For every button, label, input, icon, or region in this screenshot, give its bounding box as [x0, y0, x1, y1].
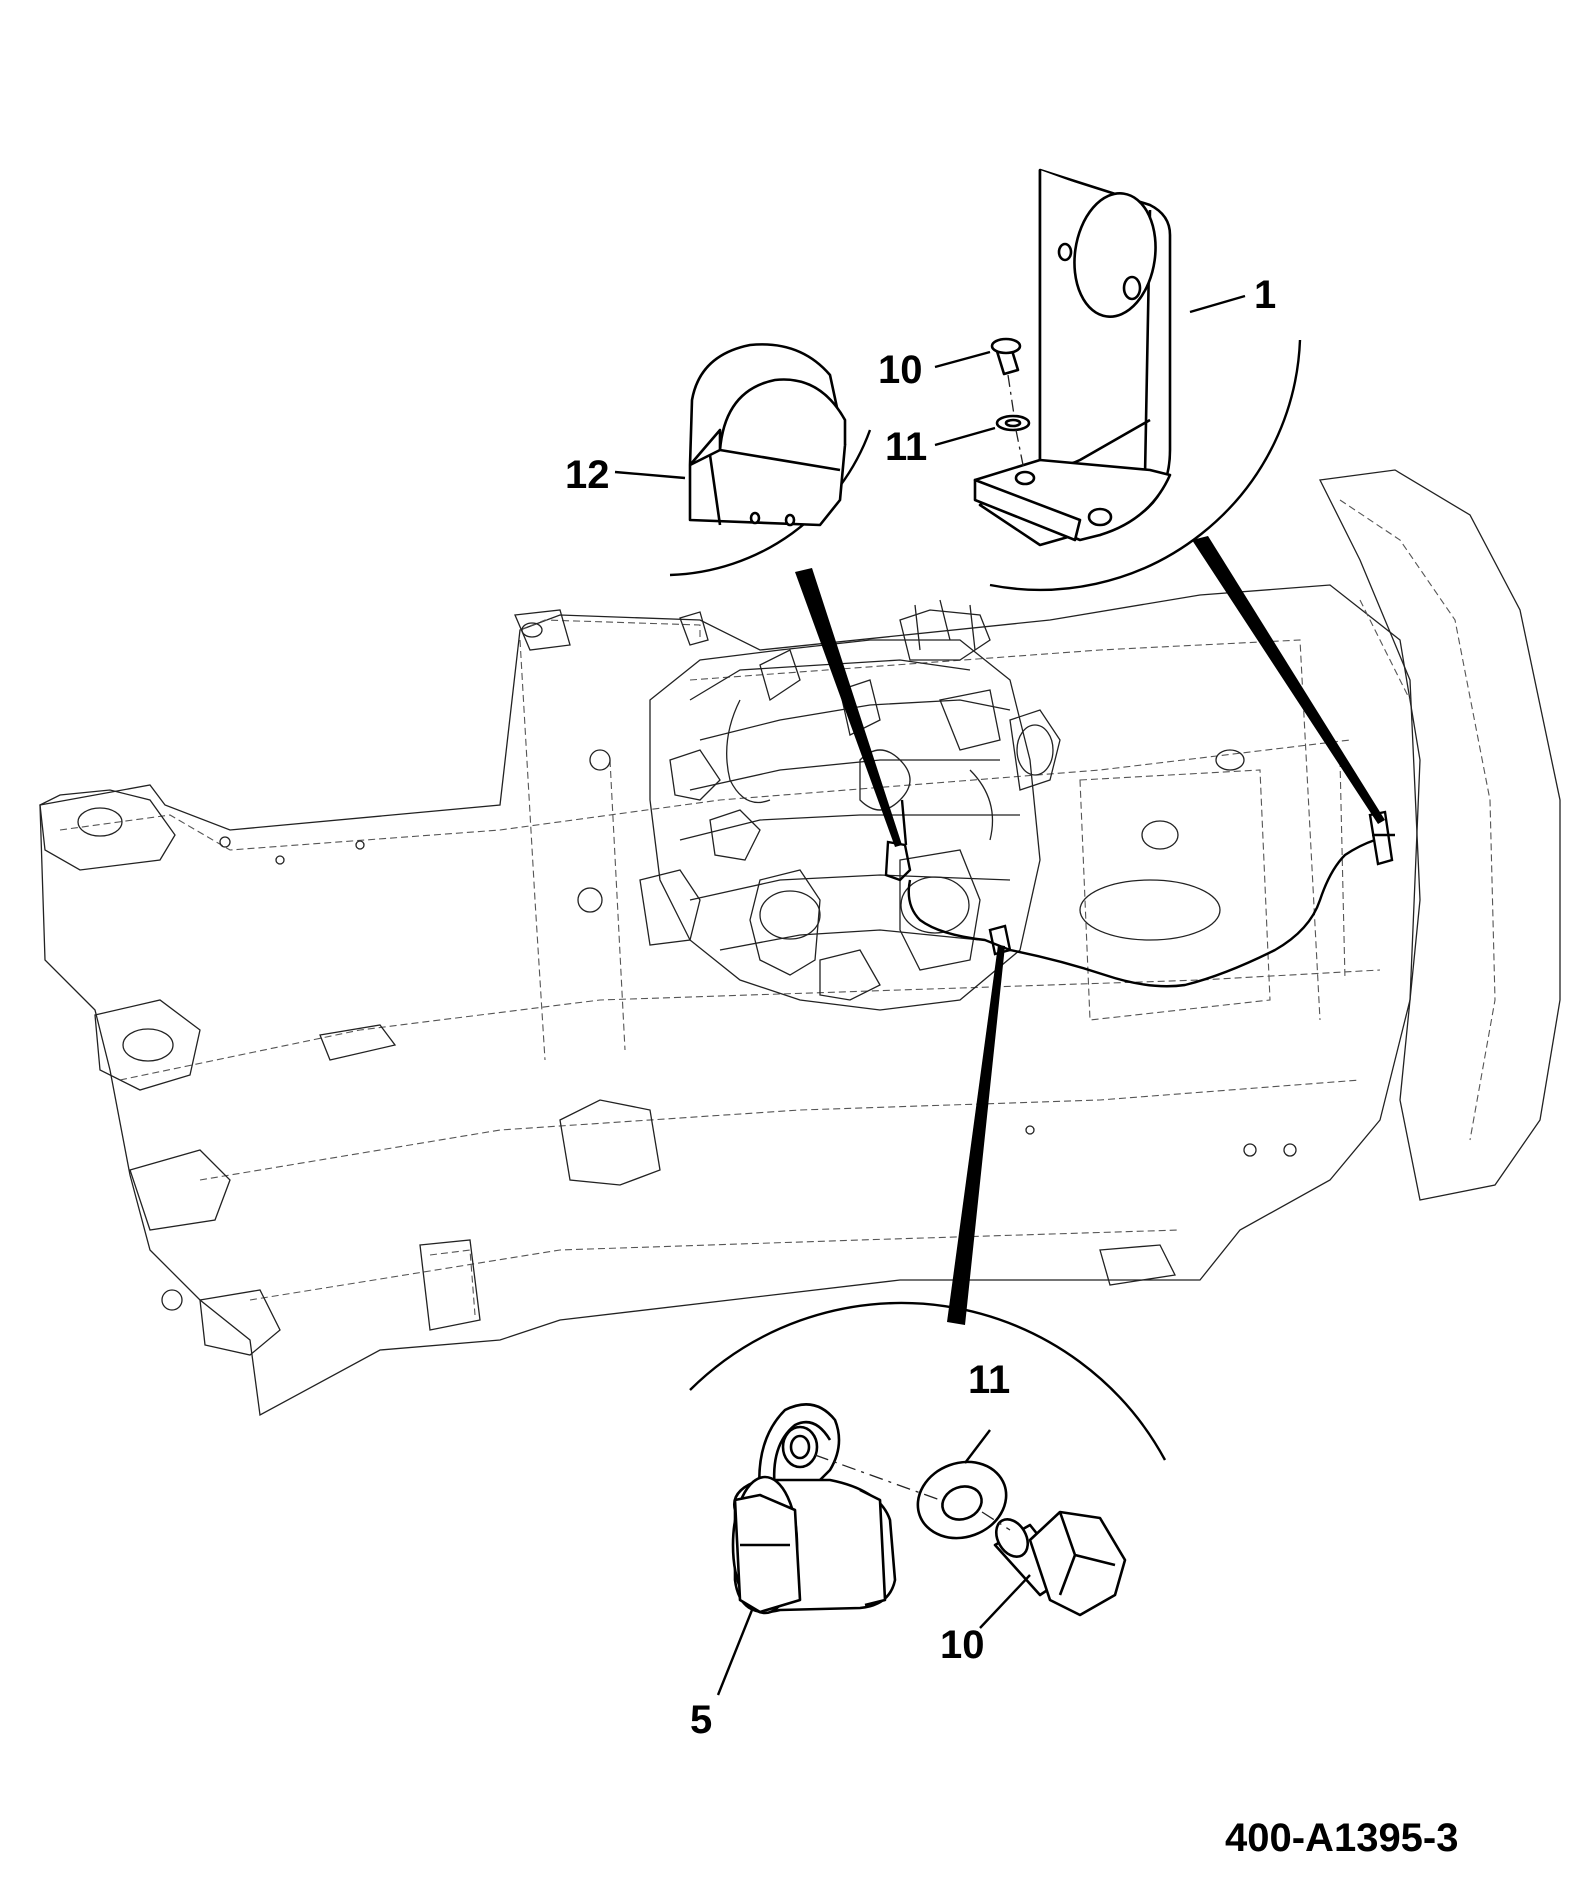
callout-bracket: 1 — [1254, 273, 1277, 317]
detail-arc-cover — [669, 429, 872, 577]
cover-part — [688, 343, 847, 527]
callout-cover: 12 — [565, 453, 610, 497]
wire-harness — [884, 799, 1395, 988]
leader-bracket — [1189, 294, 1246, 314]
leader-bracket-washer — [934, 426, 996, 447]
clamp-washer-part — [916, 1460, 1008, 1540]
callout-clamp-bolt: 10 — [940, 1623, 985, 1667]
callout-clamp-washer: 11 — [968, 1358, 1011, 1402]
callout-bracket-washer: 11 — [885, 425, 928, 469]
detail-arc-clamp — [689, 1301, 1167, 1461]
engine-assembly — [639, 599, 1061, 1011]
clamp-part — [731, 1403, 897, 1615]
callout-bracket-bolt: 10 — [878, 348, 923, 392]
bracket-bolt-part — [990, 337, 1022, 376]
clamp-centerline — [814, 1454, 1011, 1531]
leader-clamp-bolt — [979, 1574, 1031, 1629]
pointer-wedge-bracket — [1192, 536, 1385, 824]
detail-arc-bracket — [989, 339, 1302, 592]
pointer-wedge-clamp — [947, 945, 1005, 1325]
callout-clamp: 5 — [690, 1698, 713, 1742]
bracket-washer-part — [995, 414, 1031, 432]
bracket-centerline — [1007, 374, 1025, 471]
drawing-number: 400-A1395-3 — [1225, 1816, 1459, 1860]
leader-clamp-washer — [964, 1429, 991, 1464]
leader-cover — [614, 470, 686, 480]
chassis-frame — [39, 469, 1561, 1417]
pointer-wedge-cover — [795, 568, 902, 847]
clamp-bolt-part — [993, 1510, 1127, 1617]
leader-clamp — [716, 1609, 754, 1696]
bracket-part — [973, 168, 1172, 547]
leader-bracket-bolt — [934, 350, 991, 369]
